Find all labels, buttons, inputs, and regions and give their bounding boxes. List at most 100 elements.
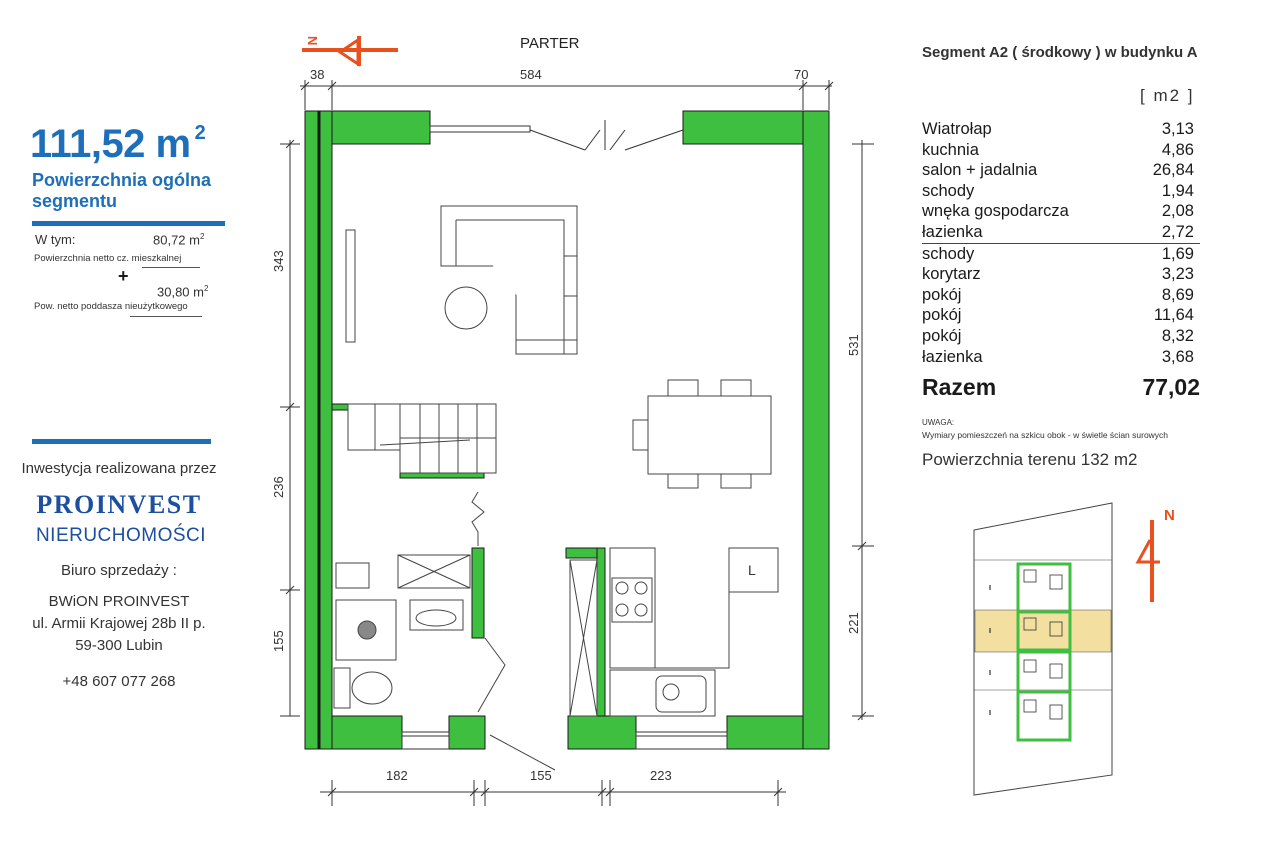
room-name: salon + jadalnia [922,161,1038,180]
room-area: 2,08 [1161,202,1194,221]
room-area: 4,86 [1161,140,1194,159]
bathroom-fixtures [333,554,471,709]
room-row: pokój 11,64 [922,305,1198,326]
room-row: łazienka 3,68 [922,347,1198,368]
room-row: korytarz 3,23 [922,264,1198,285]
sofa [440,205,578,355]
north-arrow-icon [302,36,398,67]
dimension-left [280,139,300,717]
total-area-value: 111,52 m [30,122,191,166]
room-row: wnęka gospodarcza 2,08 [922,201,1198,222]
room-name: schody [922,181,975,200]
room-row: kuchnia 4,86 [922,140,1198,161]
room-area: 3,13 [1161,120,1194,138]
dimension-bottom [320,780,786,806]
room-name: schody [922,244,975,263]
wall-bathroom [471,547,485,639]
office-city: 59-300 Lubin [75,637,163,654]
bathroom-door-swing [477,637,506,713]
terrace-door [529,120,684,151]
room-row: salon + jadalnia 26,84 [922,160,1198,181]
room-name: łazienka [922,222,983,241]
attic-unit-sup: 2 [203,284,209,293]
dimension-right [852,140,874,721]
phone-number: +48 607 077 268 [62,673,176,690]
room-area: 1,94 [1161,181,1194,200]
room-area: 2,72 [1161,222,1194,241]
entry-door-swing [489,734,556,771]
room-row: pokój 8,32 [922,326,1198,347]
total-area-unit-sup: 2 [194,121,206,144]
room-name: korytarz [922,265,981,284]
room-name: pokój [922,306,962,325]
room-name: łazienka [922,347,983,366]
room-area: 1,69 [1161,244,1194,263]
blue-divider-bottom [32,439,211,444]
dining-table [632,379,772,489]
room-area: 8,69 [1161,285,1194,304]
brand-subtitle: NIERUCHOMOŚCI [35,525,207,546]
fridge-label: L [748,562,756,578]
floor-label: PARTER [520,35,580,52]
net-living-area-value: 80,72 m [153,232,200,248]
plus-sign: + [118,266,129,286]
room-name: kuchnia [922,140,979,159]
net-living-area: 80,72 m2 [153,232,204,247]
room-name: pokój [922,285,962,304]
wall-right [802,110,830,750]
room-row: pokój 8,69 [922,285,1198,306]
site-north-arrow-icon [1135,520,1160,602]
room-area: 8,32 [1161,326,1194,345]
windows [401,125,728,750]
zigzag-break [471,491,485,546]
sales-office-label: Biuro sprzedaży : [61,562,177,579]
blue-divider-top [32,221,225,226]
attic-area: 30,80 m2 [157,284,208,299]
total-area-caption: Powierzchnia ogólna segmentu [32,170,212,211]
room-area: 11,64 [1153,306,1194,325]
room-name: wnęka gospodarcza [922,202,1069,221]
attic-caption: Pow. netto poddasza nieużytkowego [34,301,188,312]
shower-tray [335,562,370,589]
dimension-top [300,80,834,110]
brand-name: PROINVEST [36,490,202,519]
investor-label: Inwestycja realizowana przez [21,460,217,477]
dim-top-middle: 584 [520,67,542,82]
unit-label: [ m2 ] [1140,86,1195,105]
room-area: 3,68 [1161,347,1194,366]
total-label: Razem [922,374,997,400]
wall-top-left [331,110,431,145]
note-body: Wymiary pomieszczeń na szkicu obok - w ś… [922,430,1169,440]
dim-top-right: 70 [794,67,808,82]
wall-top-right [682,110,804,145]
dim-left-lower: 155 [271,630,286,652]
room-row: schody 1,94 [922,181,1198,202]
tv-cabinet [345,229,356,343]
toilet-tank [333,667,351,709]
office-street: ul. Armii Krajowej 28b II p. [32,615,206,632]
dim-right-upper: 531 [846,334,861,356]
site-highlight-segment [974,609,1112,653]
room-row: schody 1,69 [922,244,1198,265]
room-area: 3,23 [1161,265,1194,284]
site-plan-thumbnail [973,502,1113,796]
including-label: W tym: [35,232,76,247]
dim-bottom-middle: 155 [530,768,552,783]
room-name: pokój [922,326,962,345]
wall-stair-bottom [399,472,485,479]
sum-line-2 [130,316,202,317]
sum-line-1 [142,267,200,268]
net-living-unit-sup: 2 [199,232,205,241]
room-area: 26,84 [1152,161,1194,180]
kitchen [569,547,779,717]
shower [335,599,397,661]
room-row: łazienka 2,72 [922,222,1198,243]
dim-right-lower: 221 [846,612,861,634]
floor-divider-line [922,242,1200,244]
north-label: N [305,36,320,45]
